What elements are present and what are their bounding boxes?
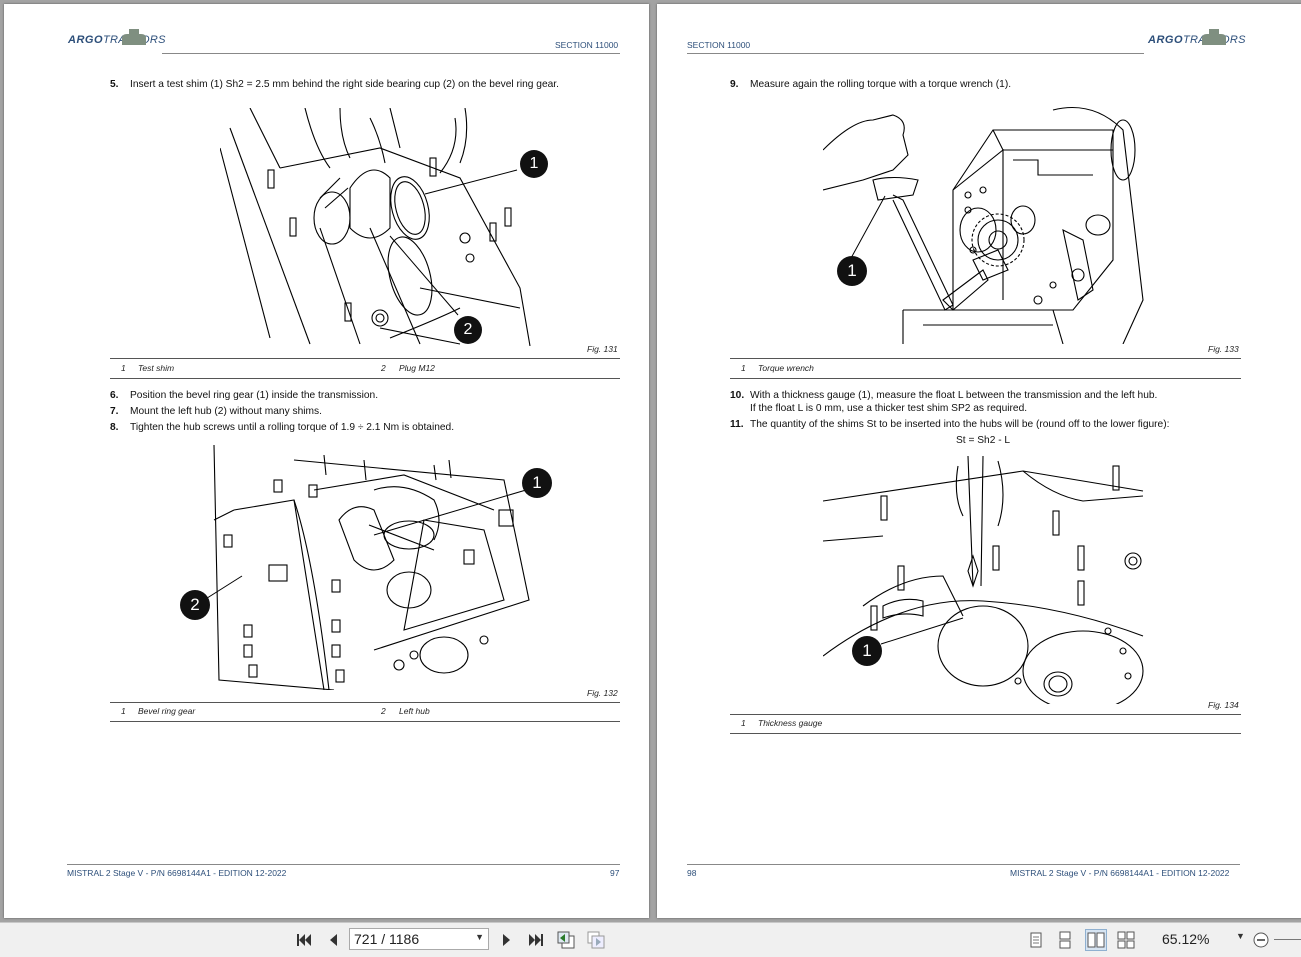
step-8: 8.Tighten the hub screws until a rolling…	[110, 422, 455, 433]
figure-131-illustration: 1 2	[219, 107, 548, 347]
legend-label: Left hub	[399, 706, 430, 716]
legend-label: Torque wrench	[758, 363, 814, 373]
last-page-icon[interactable]	[525, 929, 547, 951]
footer-rule	[67, 864, 620, 865]
bevel-gear-hub-drawing	[203, 444, 530, 691]
legend-top-rule	[110, 702, 620, 703]
figure-134-illustration: 1	[822, 455, 1149, 712]
header-rule	[162, 53, 620, 54]
zoom-slider[interactable]	[1274, 939, 1301, 940]
callout-1: 1	[837, 256, 867, 286]
single-page-icon[interactable]	[1025, 929, 1047, 951]
callout-2: 2	[454, 316, 482, 344]
figure-133-illustration: 1	[822, 100, 1149, 345]
legend-label: Plug M12	[399, 363, 435, 373]
legend-num: 1	[121, 363, 126, 373]
step-10-note: If the float L is 0 mm, use a thicker te…	[750, 403, 1028, 414]
two-page-icon[interactable]	[1085, 929, 1107, 951]
next-page-icon[interactable]	[496, 929, 518, 951]
legend-top-rule	[730, 714, 1241, 715]
legend-label: Bevel ring gear	[138, 706, 196, 716]
page-97: ARGOTRACTORS SECTION 11000 5.Insert a te…	[4, 4, 649, 918]
section-label: SECTION 11000	[555, 40, 619, 50]
zoom-level[interactable]: 65.12%	[1162, 931, 1210, 947]
step-7: 7.Mount the left hub (2) without many sh…	[110, 406, 322, 417]
first-page-icon[interactable]	[293, 929, 315, 951]
figure-132-illustration: 1 2	[174, 440, 552, 691]
step-10: 10.With a thickness gauge (1), measure t…	[730, 390, 1158, 401]
legend-label: Thickness gauge	[758, 718, 823, 728]
previous-view-icon[interactable]	[555, 929, 577, 951]
step-11: 11.The quantity of the shims St to be in…	[730, 419, 1170, 430]
legend-num: 1	[741, 363, 746, 373]
torque-wrench-drawing	[822, 106, 1144, 345]
callout-1: 1	[522, 468, 552, 498]
figure-caption: Fig. 131	[587, 344, 618, 354]
step-6: 6.Position the bevel ring gear (1) insid…	[110, 390, 379, 401]
argo-tractors-logo: ARGOTRACTORS	[68, 29, 166, 48]
next-view-icon[interactable]	[585, 929, 607, 951]
callout-1: 1	[852, 636, 882, 666]
footer-doc-id: MISTRAL 2 Stage V - P/N 6698144A1 - EDIT…	[67, 868, 287, 878]
page-98: SECTION 11000 ARGOTRACTORS 9.Measure aga…	[657, 4, 1301, 918]
legend-num: 1	[741, 718, 746, 728]
header-rule	[687, 53, 1144, 54]
continuous-icon[interactable]	[1054, 929, 1076, 951]
legend-bottom-rule	[730, 733, 1241, 734]
section-label: SECTION 11000	[687, 40, 751, 50]
figure-caption: Fig. 134	[1208, 700, 1239, 710]
legend-top-rule	[110, 358, 620, 359]
thickness-gauge-drawing	[822, 455, 1144, 712]
previous-page-icon[interactable]	[322, 929, 344, 951]
legend-label: Test shim	[138, 363, 175, 373]
legend-num: 2	[381, 706, 386, 716]
callout-2: 2	[180, 590, 210, 620]
continuous-two-page-icon[interactable]	[1115, 929, 1137, 951]
legend-num: 1	[121, 706, 126, 716]
legend-bottom-rule	[110, 378, 620, 379]
figure-caption: Fig. 133	[1208, 344, 1239, 354]
page-number: 97	[610, 868, 620, 878]
legend-top-rule	[730, 358, 1241, 359]
legend-num: 2	[381, 363, 386, 373]
step-9: 9.Measure again the rolling torque with …	[730, 79, 1012, 90]
step-5: 5.Insert a test shim (1) Sh2 = 2.5 mm be…	[110, 79, 559, 90]
legend-bottom-rule	[730, 378, 1241, 379]
logo-tractor-icon	[1202, 29, 1226, 45]
document-viewport[interactable]: ARGOTRACTORS SECTION 11000 5.Insert a te…	[0, 0, 1301, 922]
page-number: 98	[687, 868, 697, 878]
shim-formula: St = Sh2 - L	[956, 435, 1011, 446]
zoom-out-icon[interactable]	[1250, 929, 1272, 951]
test-shim-drawing	[219, 107, 531, 347]
callout-1: 1	[520, 150, 548, 178]
legend-bottom-rule	[110, 721, 620, 722]
footer-rule	[687, 864, 1240, 865]
zoom-dropdown-icon[interactable]: ▼	[1236, 931, 1245, 941]
page-dropdown-icon[interactable]: ▼	[475, 932, 484, 942]
page-number-field[interactable]: 721 / 1186 ▼	[349, 928, 489, 950]
argo-tractors-logo: ARGOTRACTORS	[1148, 29, 1246, 48]
figure-caption: Fig. 132	[587, 688, 618, 698]
footer-doc-id: MISTRAL 2 Stage V - P/N 6698144A1 - EDIT…	[1010, 868, 1230, 878]
logo-tractor-icon	[122, 29, 146, 45]
viewer-toolbar: 721 / 1186 ▼ 65.12% ▼	[0, 922, 1301, 957]
